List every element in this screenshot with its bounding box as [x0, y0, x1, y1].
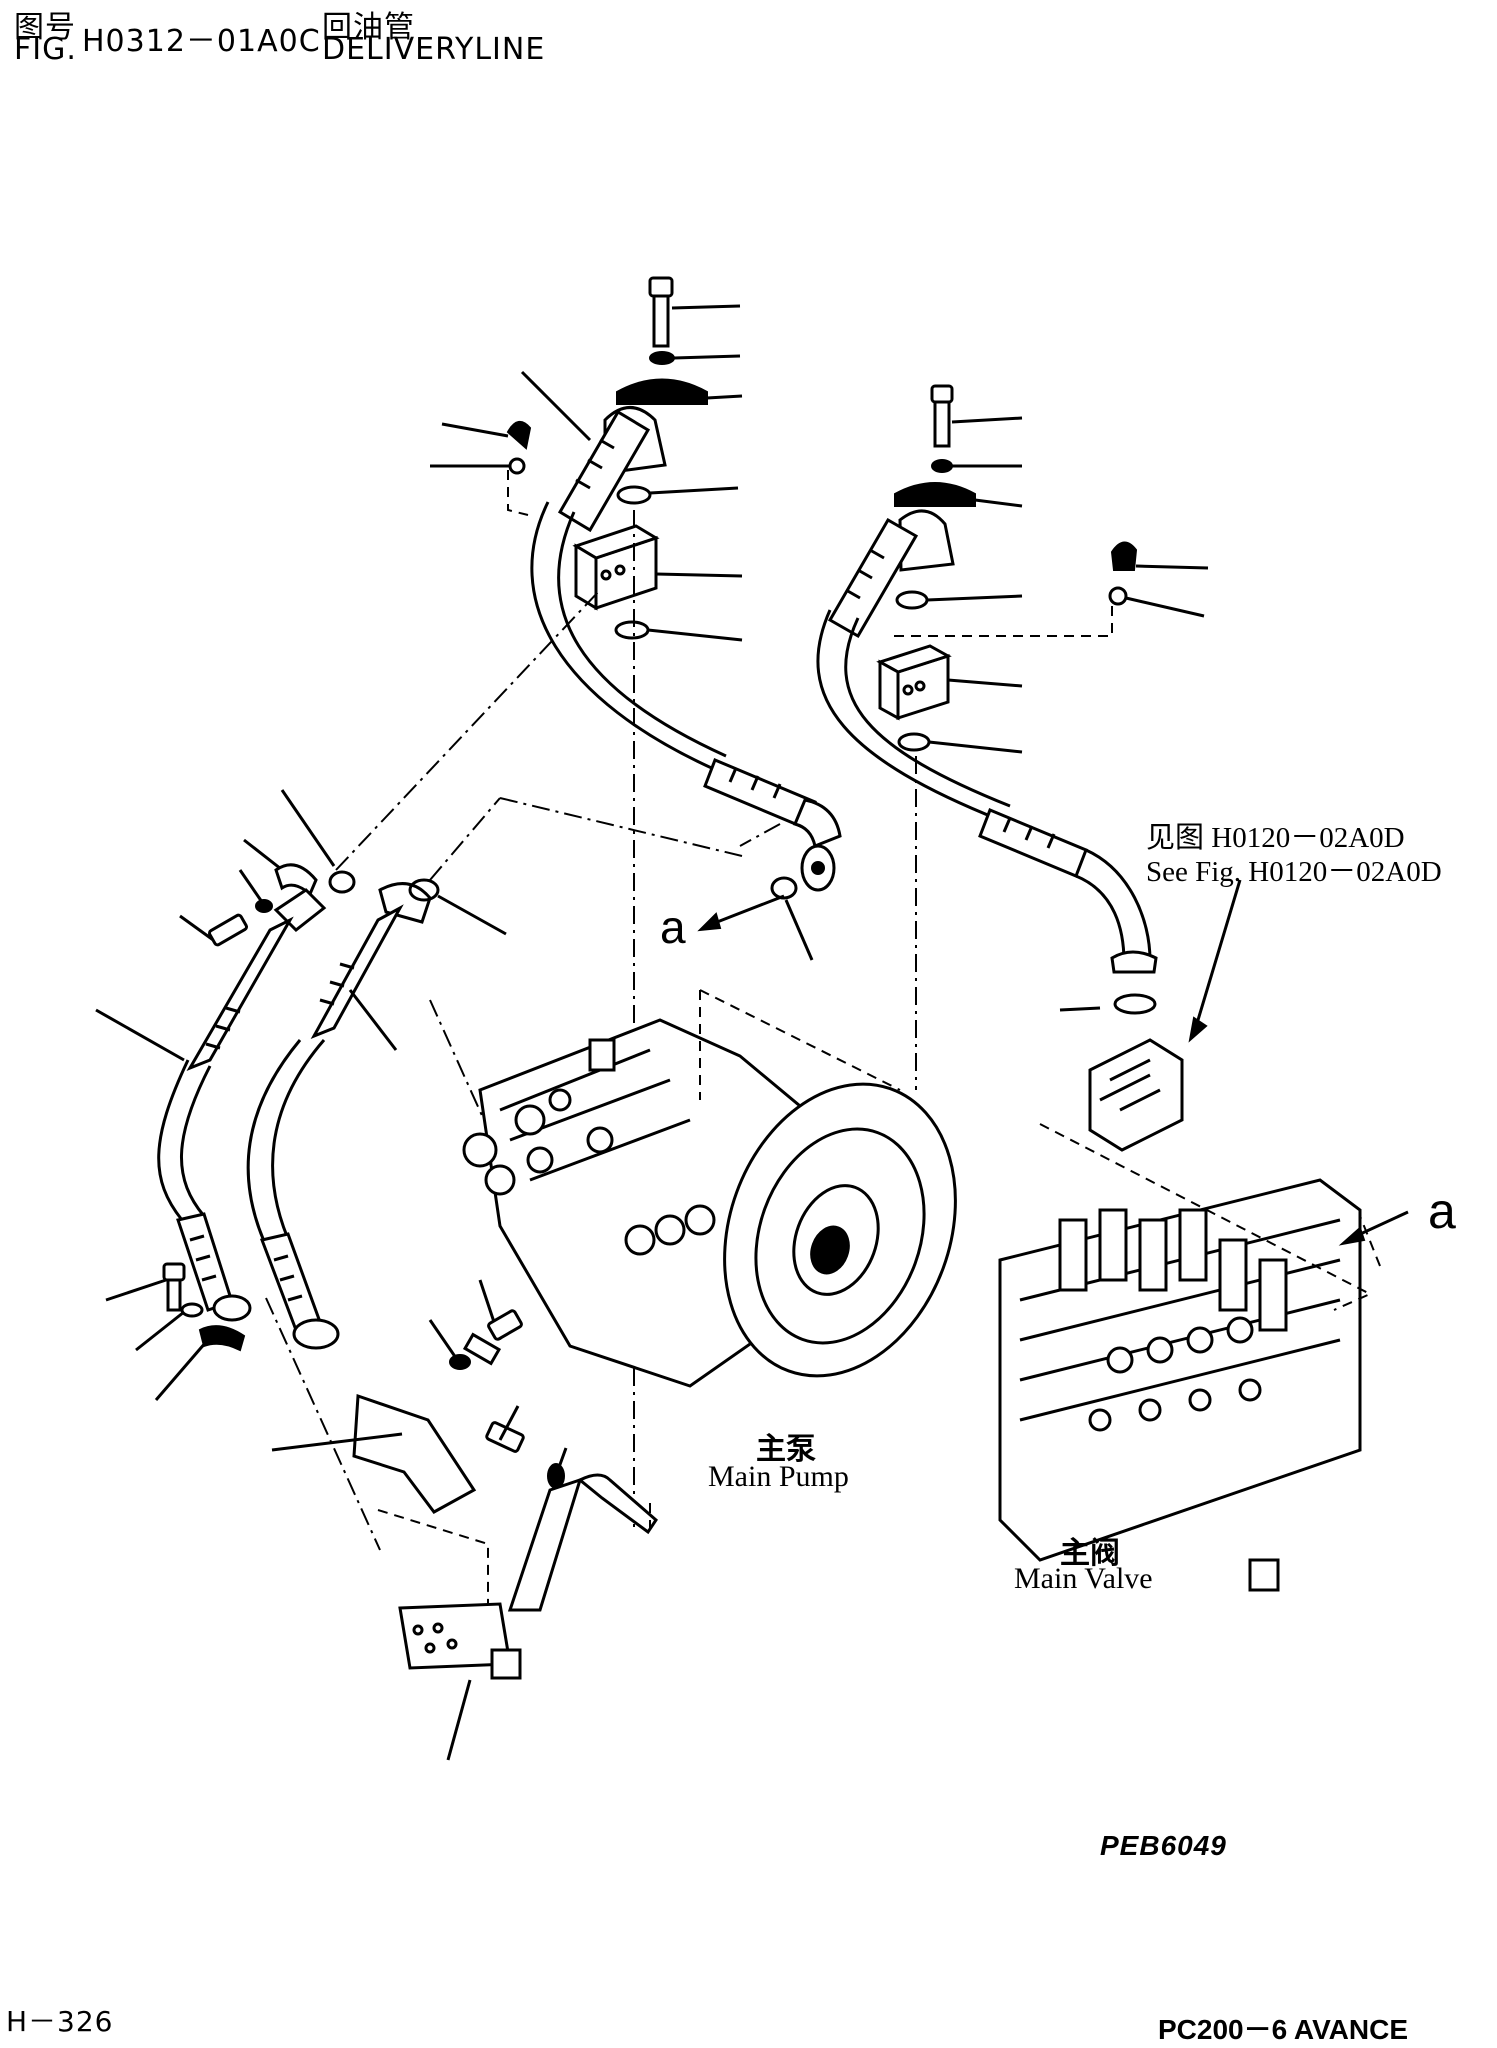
main-valve-label-en: Main Valve	[1014, 1562, 1153, 1595]
page-number: H－326	[6, 2005, 114, 2038]
model-name: PC200－6 AVANCE	[1158, 2014, 1409, 2045]
see-fig-cn: 见图 H0120－02A0D	[1146, 822, 1405, 854]
title-en: DELIVERYLINE	[322, 32, 546, 67]
callout-letter-a-right: a	[1428, 1183, 1456, 1239]
callout-letter-a-left: a	[660, 901, 686, 953]
see-fig-en: See Fig. H0120－02A0D	[1146, 856, 1442, 888]
fig-label-en: FIG.	[14, 32, 77, 67]
main-valve-drawing	[998, 1123, 1409, 1592]
fig-number: H0312－01A0C	[82, 24, 321, 59]
callout-a-left-arrow	[697, 876, 814, 961]
main-pump-drawing	[462, 823, 957, 1388]
main-pump-label-en: Main Pump	[708, 1460, 849, 1493]
upper-left-pipe-assembly	[430, 276, 842, 1530]
fig-label-cn: 图号	[14, 10, 76, 45]
main-valve-label-cn: 主阀	[1060, 1537, 1120, 1570]
main-pump-label-cn: 主泵	[756, 1433, 816, 1466]
drawing-id: PEB6049	[1100, 1830, 1227, 1861]
title-cn: 回油管	[322, 10, 415, 45]
bracket-assembly	[271, 1279, 658, 1761]
upper-right-pipe-assembly	[816, 384, 1242, 1152]
